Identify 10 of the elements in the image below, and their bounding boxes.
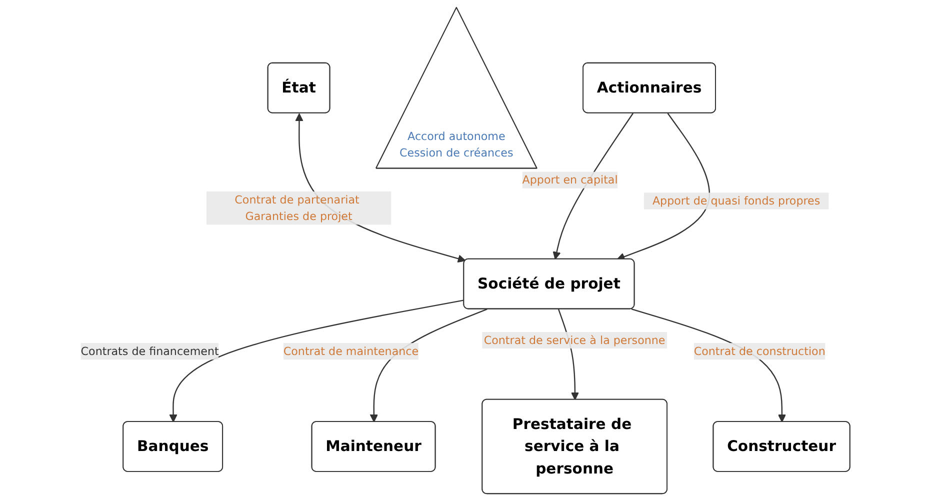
edge-label: Contrats de financement — [80, 344, 219, 358]
edge-label: Contrat de construction — [694, 344, 826, 358]
arrow — [552, 112, 634, 260]
arrow — [616, 112, 710, 261]
arrow — [169, 300, 464, 422]
edge-label: Contrat de maintenance — [283, 344, 419, 358]
edge-label: Apport de quasi fonds propres — [652, 194, 820, 208]
edge-label: Apport en capital — [522, 174, 618, 186]
edge-label: Contrat de partenariat Garanties de projet — [234, 193, 360, 223]
edge-label: Contrat de service à la personne — [484, 334, 666, 347]
